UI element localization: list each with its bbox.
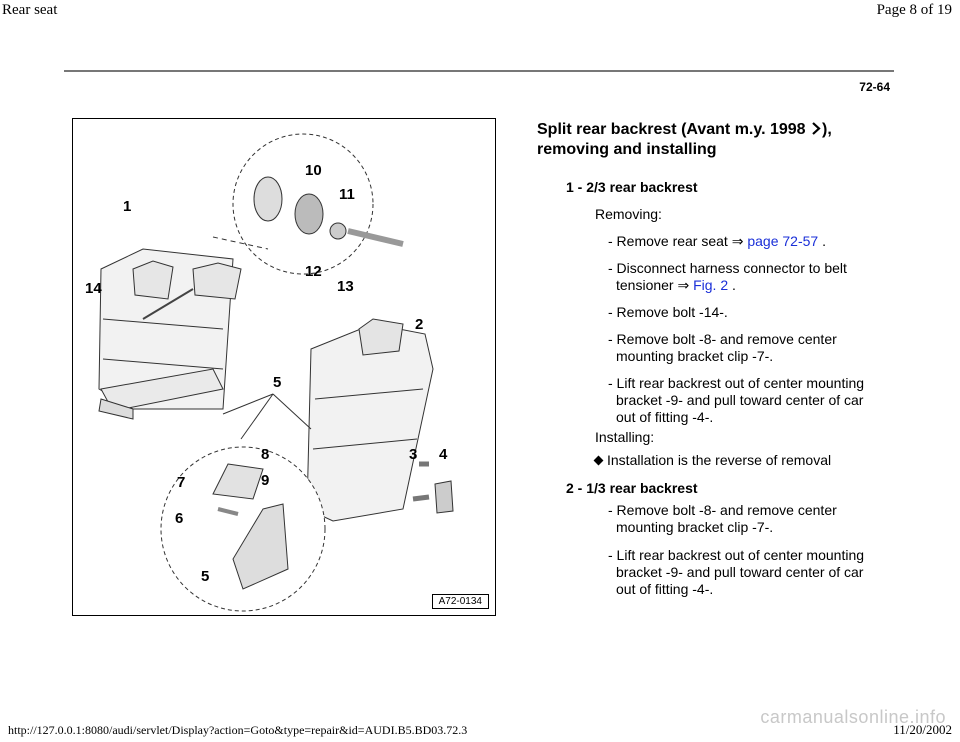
figure-code: A72-0134 [431, 594, 489, 609]
exploded-diagram: 1 2 3 4 5 5 6 7 8 9 10 11 12 13 14 A72-0… [72, 118, 496, 616]
diamond-bullet-icon [593, 455, 604, 466]
callout-7: 7 [177, 474, 185, 491]
step-text: bracket -9- and pull toward center of ca… [616, 564, 864, 580]
step-text: tensioner ⇒ [616, 277, 694, 293]
step-text: - Remove rear seat ⇒ [608, 233, 748, 249]
step-remove-seat: - Remove rear seat ⇒ page 72-57 . [608, 233, 826, 250]
step-end: . [818, 233, 826, 249]
callout-2: 2 [415, 316, 423, 333]
page-number: 72-64 [859, 80, 890, 94]
callout-11: 11 [339, 186, 355, 203]
step-text: - Remove bolt -8- and remove center [608, 331, 837, 347]
header-title: Rear seat [2, 2, 58, 18]
watermark: carmanualsonline.info [760, 707, 946, 727]
step-remove-bolt-14: - Remove bolt -14-. [608, 304, 728, 320]
callout-4: 4 [439, 446, 448, 463]
step-text: - Lift rear backrest out of center mount… [608, 547, 865, 563]
callout-6: 6 [175, 510, 183, 527]
callout-5: 5 [273, 374, 281, 391]
item-1-heading: 1 - 2/3 rear backrest [566, 179, 698, 195]
chevron-right-icon[interactable] [810, 122, 822, 135]
callout-3: 3 [409, 446, 417, 463]
title-text: Split rear backrest (Avant m.y. 1998 [537, 121, 806, 138]
section-title: Split rear backrest (Avant m.y. 1998 ), … [537, 120, 877, 160]
callout-1: 1 [123, 198, 131, 215]
step-text: - Remove bolt -8- and remove center [608, 502, 837, 518]
step-text: - Lift rear backrest out of center mount… [608, 375, 865, 391]
step-text: mounting bracket clip -7-. [616, 519, 774, 535]
installing-label: Installing: [595, 429, 655, 445]
removing-label: Removing: [595, 206, 662, 222]
callout-13: 13 [337, 278, 354, 295]
step-remove-bolt-8: - Remove bolt -8- and remove center moun… [608, 331, 837, 365]
step-text: out of fitting -4-. [616, 581, 714, 597]
item-2-heading: 2 - 1/3 rear backrest [566, 480, 698, 496]
step-text: mounting bracket clip -7-. [616, 348, 774, 364]
step-text: bracket -9- and pull toward center of ca… [616, 392, 864, 408]
callout-10: 10 [305, 162, 322, 179]
header-page-count: Page 8 of 19 [876, 2, 952, 18]
title-line2: removing and installing [537, 141, 717, 158]
footer-date: 11/20/2002 [893, 722, 952, 737]
page-72-57-link[interactable]: page 72-57 [747, 233, 819, 249]
footer-url: http://127.0.0.1:8080/audi/servlet/Displ… [8, 723, 468, 737]
title-text-end: ), [822, 121, 832, 138]
step-lift-backrest: - Lift rear backrest out of center mount… [608, 375, 864, 426]
step-end: . [728, 277, 736, 293]
callout-8: 8 [261, 446, 269, 463]
fig-2-link[interactable]: Fig. 2 [693, 277, 729, 293]
install-note-text: Installation is the reverse of removal [607, 452, 832, 468]
callout-14: 14 [85, 280, 102, 297]
step-disconnect-harness: - Disconnect harness connector to belt t… [608, 260, 847, 294]
callout-12: 12 [305, 263, 322, 280]
callout-5-detail: 5 [201, 568, 209, 585]
callout-9: 9 [261, 472, 269, 489]
install-note: Installation is the reverse of removal [593, 452, 832, 469]
header-divider [64, 70, 894, 72]
step-text: - Disconnect harness connector to belt [608, 260, 847, 276]
diagram-drawing: 1 2 3 4 5 5 6 7 8 9 10 11 12 13 14 [85, 133, 454, 612]
step-text: out of fitting -4-. [616, 409, 714, 425]
step-lift-backrest-item2: - Lift rear backrest out of center mount… [608, 547, 864, 598]
step-remove-bolt-8-item2: - Remove bolt -8- and remove center moun… [608, 502, 837, 536]
